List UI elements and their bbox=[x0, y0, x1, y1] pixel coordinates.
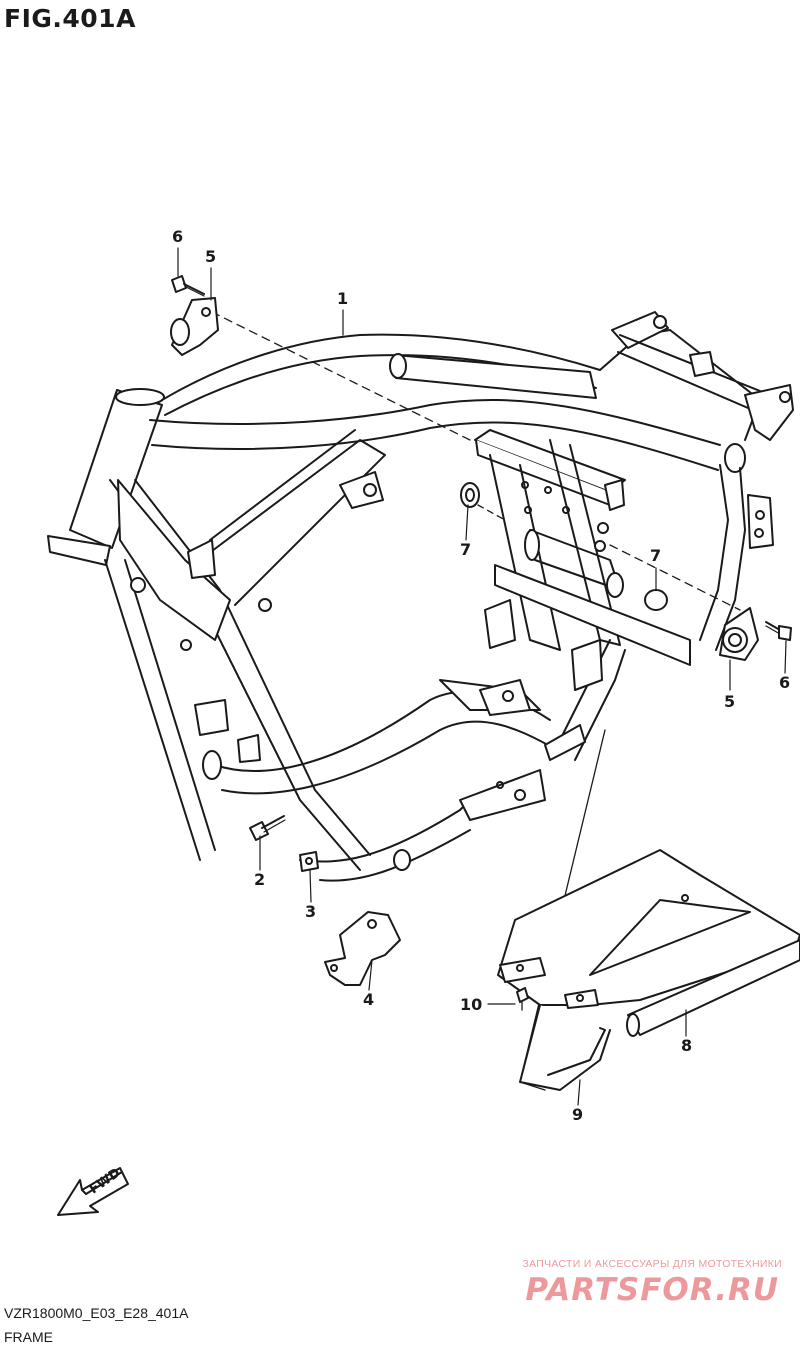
main-frame bbox=[47, 311, 794, 882]
bracket-5-right bbox=[719, 607, 759, 661]
screw-10 bbox=[516, 987, 529, 1011]
bracket-4 bbox=[324, 911, 401, 986]
leader-lines bbox=[177, 247, 787, 1106]
bolt-6-left bbox=[171, 275, 205, 297]
callout-5-right: 5 bbox=[724, 692, 736, 711]
figure-title: FIG.401A bbox=[4, 4, 136, 33]
nut-3 bbox=[299, 851, 319, 872]
grommet-7-right bbox=[644, 589, 668, 611]
watermark-tagline: ЗАПЧАСТИ И АКСЕССУАРЫ ДЛЯ МОТОТЕХНИКИ bbox=[522, 1258, 782, 1270]
grommet-7-left bbox=[460, 482, 480, 508]
callout-2: 2 bbox=[254, 870, 266, 889]
callout-9: 9 bbox=[572, 1105, 584, 1124]
watermark-logo: PARTSFOR.RU bbox=[525, 1272, 780, 1308]
bolt-2 bbox=[249, 815, 286, 841]
bolt-6-right bbox=[765, 621, 792, 641]
callout-6-left: 6 bbox=[172, 227, 184, 246]
callout-7-left: 7 bbox=[460, 540, 472, 559]
callout-5-left: 5 bbox=[205, 247, 217, 266]
fwd-arrow-icon bbox=[57, 1167, 129, 1216]
diagram-code: VZR1800M0_E03_E28_401A bbox=[4, 1305, 189, 1321]
callout-7-right: 7 bbox=[650, 546, 662, 565]
watermark: ЗАПЧАСТИ И АКСЕССУАРЫ ДЛЯ МОТОТЕХНИКИ PA… bbox=[522, 1258, 782, 1308]
diagram-name: FRAME bbox=[4, 1329, 53, 1345]
callout-1: 1 bbox=[337, 289, 349, 308]
callout-8: 8 bbox=[681, 1036, 693, 1055]
callout-4: 4 bbox=[363, 990, 375, 1009]
under-cover-assembly bbox=[497, 729, 800, 1091]
callout-10: 10 bbox=[460, 995, 483, 1014]
callout-6-right: 6 bbox=[779, 673, 791, 692]
bracket-5-left bbox=[170, 297, 219, 356]
callout-3: 3 bbox=[305, 902, 317, 921]
